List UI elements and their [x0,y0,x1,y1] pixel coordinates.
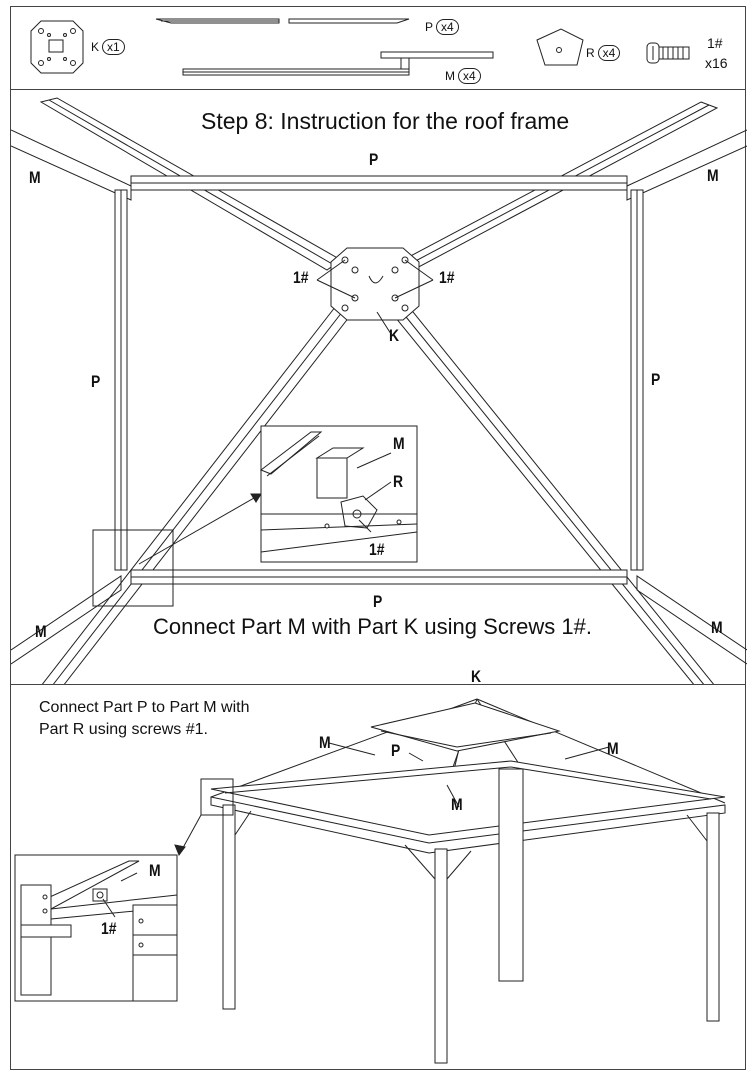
part-r-letter: R [586,46,595,60]
assembly-label-k: K [471,667,482,686]
assembly-instruction-line-2: Part R using screws #1. [39,721,208,738]
corner-detail-inset [14,854,178,1002]
detail-label-m: M [393,434,405,453]
leader-m-center [446,784,460,808]
frame-right-p [630,189,644,571]
screw-pointer-left-a [316,259,346,281]
roof-frame-step-panel: Step 8: Instruction for the roof frame M… [10,89,747,686]
screw-pointer-left-b [316,279,356,299]
parts-illustrations [30,18,690,76]
label-p-bottom: P [373,592,383,611]
assembly-label-m-center: M [451,795,463,814]
detail-label-m-2: M [149,861,161,880]
frame-left-p [114,189,128,571]
roof-frame-drawing [11,97,747,686]
hub-pointer [376,311,392,335]
label-screw-right: 1# [439,268,455,287]
assembly-instruction-line-1: Connect Part P to Part M with [39,699,250,716]
leader-m-left [328,742,376,756]
detail-locator-box-2 [200,778,234,816]
brace-center-right [446,850,472,880]
part-m-icon [182,51,494,76]
part-p-qty: x4 [436,19,459,35]
step-title: Step 8: Instruction for the roof frame [201,108,570,134]
screw-icon [646,42,690,64]
gazebo-assembly-panel: Connect Part P to Part M with Part R usi… [10,667,746,1070]
screw-qty: x16 [705,55,728,71]
brace-left [234,810,252,836]
detail-label-screw-2: 1# [101,919,117,938]
label-m-bottom-left: M [35,622,47,641]
part-m-letter: M [445,69,455,83]
gazebo-eave-frame [210,760,726,854]
label-m-top-left: M [29,168,41,187]
hub-plate-k [330,247,420,321]
screw-pointer-right-a [404,259,434,281]
part-p-letter: P [425,20,434,34]
part-k-letter: K [91,40,100,54]
screw-pointer-right-b [394,279,434,299]
bracket-detail-inset [259,425,418,563]
detail-locator-box [92,529,174,607]
frame-bottom-p [130,569,628,585]
label-p-top: P [369,150,379,169]
post-back [498,768,524,982]
label-p-right: P [651,370,661,389]
detail-leader-line [138,493,262,565]
part-r-icon [536,28,584,66]
detail-label-r: R [393,472,404,491]
detail-label-screw: 1# [369,540,385,559]
gazebo-drawing [14,698,726,1064]
part-k-qty: x1 [102,39,125,55]
step-caption: Connect Part M with Part K using Screws … [153,614,592,639]
part-p-icon [155,18,410,24]
part-r-qty: x4 [597,45,621,61]
leader-m-right [564,746,610,760]
assembly-label-m-left: M [319,733,331,752]
assembly-label-p: P [391,741,401,760]
label-screw-left: 1# [293,268,309,287]
assembly-label-m-right: M [607,739,619,758]
leader-p [408,752,424,762]
frame-top-p [130,175,628,191]
post-front-right [706,812,720,1022]
label-m-top-right: M [707,166,719,185]
part-m-qty: x4 [458,68,481,84]
label-k: K [389,326,400,345]
brace-center-left [404,844,436,880]
brace-right [686,814,708,842]
part-k-icon [30,20,84,74]
post-front-center [434,848,448,1064]
post-front-left [222,804,236,1010]
label-m-bottom-right: M [711,618,723,637]
screw-name: 1# [707,35,723,51]
label-p-left: P [91,372,101,391]
